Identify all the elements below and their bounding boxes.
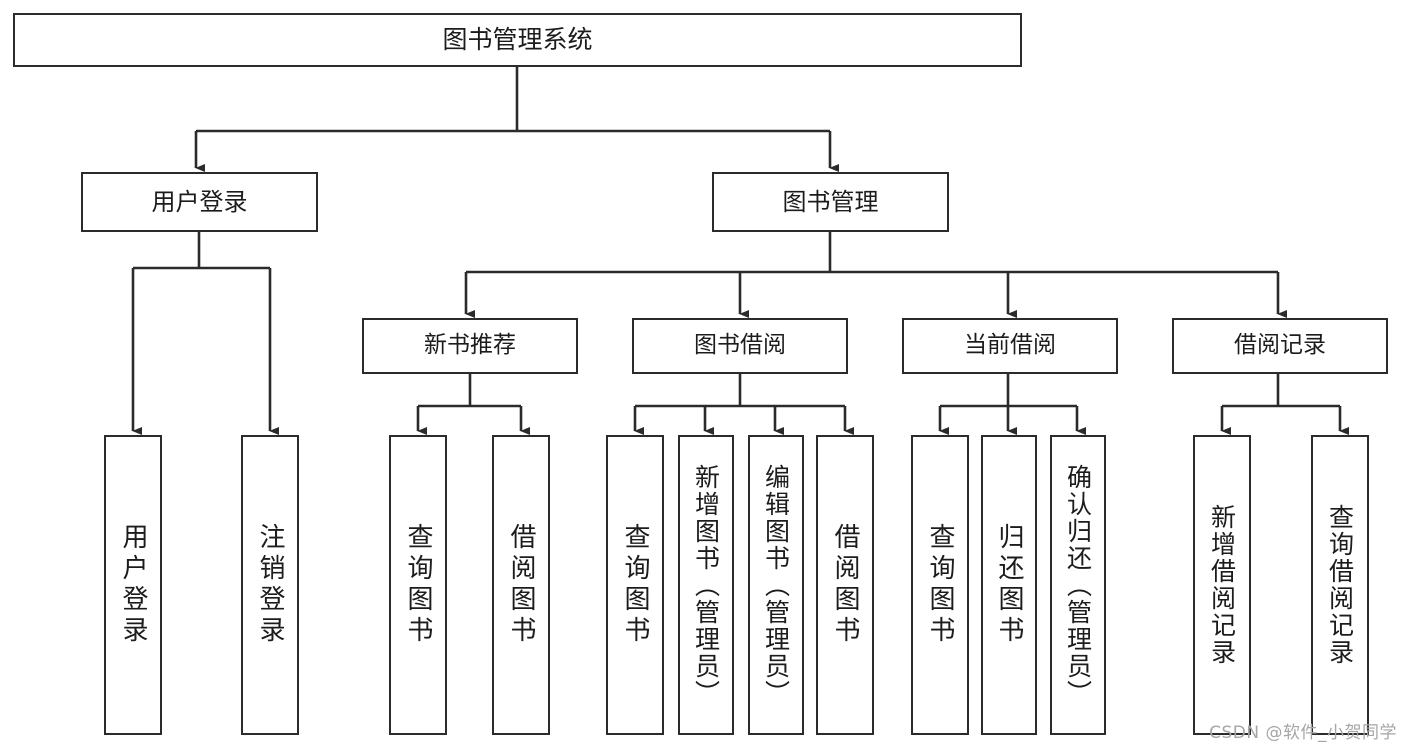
node-leaf-logout[interactable]: 注销登录: [241, 435, 299, 735]
node-new-book-recommend[interactable]: 新书推荐: [362, 318, 578, 374]
node-book-management-label: 图书管理: [782, 187, 879, 216]
node-book-borrow-label: 图书借阅: [694, 332, 786, 359]
node-current-borrow[interactable]: 当前借阅: [902, 318, 1118, 374]
node-borrow-records-label: 借阅记录: [1234, 332, 1326, 359]
node-leaf-borrow-book[interactable]: 借阅图书: [816, 435, 874, 735]
node-leaf-add-borrow-record-label: 新增借阅记录: [1207, 504, 1237, 666]
node-user-login-label: 用户登录: [151, 187, 248, 216]
node-leaf-add-book[interactable]: 新增图书（管理员）: [678, 435, 734, 735]
node-leaf-user-login-label: 用户登录: [118, 523, 148, 647]
node-book-borrow[interactable]: 图书借阅: [632, 318, 848, 374]
node-leaf-borrow-book-label: 借阅图书: [830, 523, 860, 647]
node-new-book-recommend-label: 新书推荐: [424, 332, 516, 359]
node-leaf-return-book[interactable]: 归还图书: [981, 435, 1037, 735]
node-leaf-query-book-current-label: 查询图书: [925, 523, 955, 647]
node-leaf-return-book-label: 归还图书: [994, 523, 1024, 647]
node-leaf-borrow-book-recommend[interactable]: 借阅图书: [492, 435, 550, 735]
node-leaf-query-borrow-record[interactable]: 查询借阅记录: [1311, 435, 1369, 735]
node-borrow-records[interactable]: 借阅记录: [1172, 318, 1388, 374]
node-root-system[interactable]: 图书管理系统: [13, 13, 1022, 67]
node-leaf-confirm-return-label: 确认归还（管理员）: [1063, 463, 1093, 707]
node-leaf-query-book-current[interactable]: 查询图书: [911, 435, 969, 735]
node-leaf-borrow-book-recommend-label: 借阅图书: [506, 523, 536, 647]
node-leaf-edit-book[interactable]: 编辑图书（管理员）: [748, 435, 804, 735]
node-leaf-user-login[interactable]: 用户登录: [104, 435, 162, 735]
node-leaf-query-book-borrow[interactable]: 查询图书: [606, 435, 664, 735]
node-leaf-query-book-recommend[interactable]: 查询图书: [389, 435, 447, 735]
node-leaf-confirm-return[interactable]: 确认归还（管理员）: [1050, 435, 1106, 735]
node-user-login[interactable]: 用户登录: [81, 172, 318, 232]
node-leaf-add-borrow-record[interactable]: 新增借阅记录: [1193, 435, 1251, 735]
node-leaf-query-borrow-record-label: 查询借阅记录: [1325, 504, 1355, 666]
node-leaf-query-book-borrow-label: 查询图书: [620, 523, 650, 647]
node-book-management[interactable]: 图书管理: [712, 172, 949, 232]
node-leaf-edit-book-label: 编辑图书（管理员）: [761, 463, 791, 707]
node-leaf-query-book-recommend-label: 查询图书: [403, 523, 433, 647]
watermark-text: CSDN @软件_小贺同学: [1209, 723, 1397, 743]
node-root-system-label: 图书管理系统: [442, 25, 593, 54]
node-leaf-add-book-label: 新增图书（管理员）: [691, 463, 721, 707]
node-current-borrow-label: 当前借阅: [964, 332, 1056, 359]
node-leaf-logout-label: 注销登录: [255, 523, 285, 647]
